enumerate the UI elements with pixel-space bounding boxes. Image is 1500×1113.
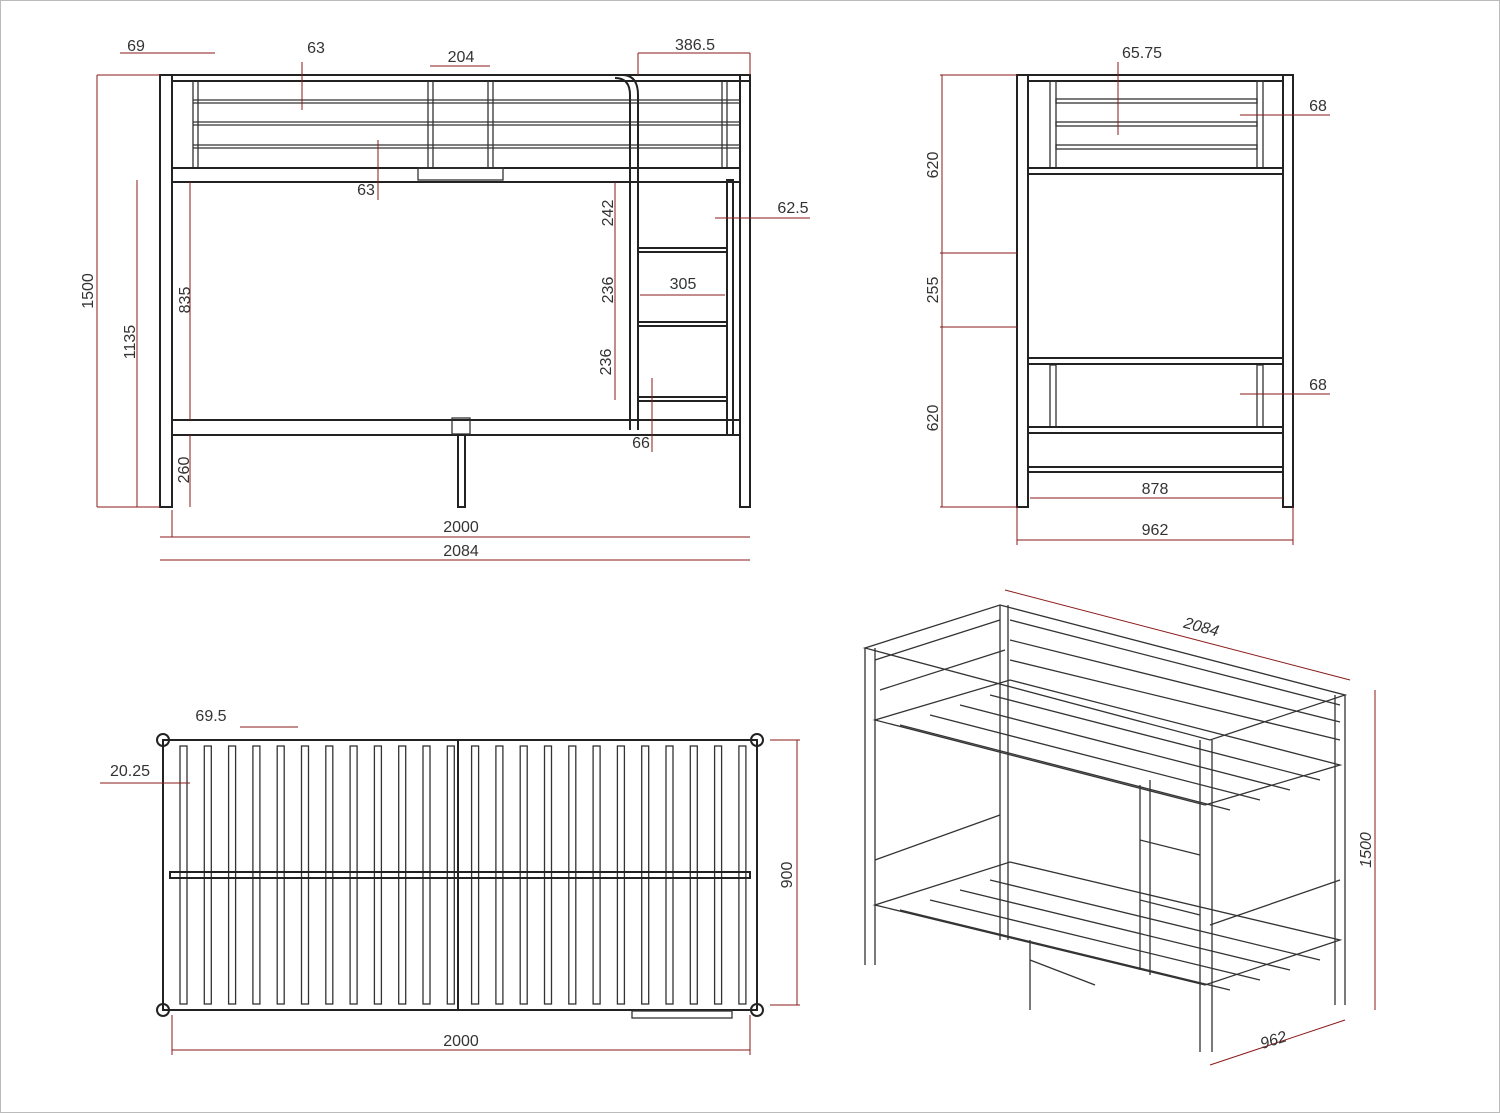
dim-label: 63 <box>357 182 375 199</box>
side-view: 65.75 68 68 620 255 620 878 962 <box>925 45 1330 545</box>
side-lower-frame <box>1027 426 1284 434</box>
dim-label: 900 <box>779 862 796 889</box>
dim-label: 236 <box>598 349 615 376</box>
side-right-post <box>1282 74 1294 508</box>
slat <box>519 745 528 1005</box>
isometric-view: 2084 1500 962 <box>862 589 1376 1066</box>
center-bracket <box>417 167 504 181</box>
dim-label: 2084 <box>443 543 479 560</box>
side-guard-rails <box>1049 80 1264 428</box>
dim-label: 962 <box>1258 1028 1289 1052</box>
dim-label: 620 <box>925 152 942 179</box>
side-left-post <box>1016 74 1029 508</box>
dim-label: 2000 <box>443 1033 479 1050</box>
dim-label: 66 <box>632 435 650 452</box>
slat <box>252 745 261 1005</box>
iso-frame <box>862 604 1348 1052</box>
dim-label: 1500 <box>80 273 97 309</box>
front-view: 69 63 204 386.5 63 62.5 242 236 236 305 … <box>80 37 810 561</box>
slat <box>300 745 310 1005</box>
slat <box>495 745 504 1005</box>
slat-view: 69.5 20.25 900 2000 <box>100 708 800 1055</box>
iso-dimension-lines <box>1004 589 1376 1066</box>
top-rail <box>171 74 751 82</box>
slat <box>689 745 698 1005</box>
dim-label: 386.5 <box>675 37 715 54</box>
dim-label: 68 <box>1309 98 1327 115</box>
dim-label: 305 <box>670 276 697 293</box>
ladder-left-rail-inner <box>621 74 639 430</box>
dim-label: 204 <box>448 49 475 66</box>
center-leg <box>457 434 466 508</box>
corner-cap <box>750 733 764 747</box>
side-upper-frame <box>1027 167 1284 175</box>
dim-label: 2084 <box>1181 615 1221 641</box>
dim-label: 68 <box>1309 377 1327 394</box>
ladder-right-rail <box>726 179 734 436</box>
slat <box>543 745 553 1005</box>
slat <box>568 745 577 1005</box>
side-mid-rail <box>1027 357 1284 365</box>
slat <box>349 745 358 1005</box>
slat <box>713 745 723 1005</box>
dim-label: 255 <box>925 277 942 304</box>
slat <box>738 745 747 1005</box>
dim-label: 878 <box>1142 481 1169 498</box>
slat <box>665 745 674 1005</box>
dim-label: 65.75 <box>1122 45 1162 62</box>
dim-label: 236 <box>600 277 617 304</box>
slat <box>203 745 212 1005</box>
dim-label: 2000 <box>443 519 479 536</box>
slat <box>470 745 480 1005</box>
ladder-hook <box>631 1010 733 1019</box>
dim-label: 835 <box>177 287 194 314</box>
corner-cap <box>156 1003 170 1017</box>
guard-rails <box>192 81 740 168</box>
side-top-rail <box>1027 74 1284 82</box>
slat <box>616 745 626 1005</box>
slat <box>446 745 455 1005</box>
corner-cap <box>750 1003 764 1017</box>
slats <box>179 745 747 1005</box>
lower-frame <box>171 419 741 436</box>
slat <box>422 745 431 1005</box>
side-dimension-lines <box>940 62 1330 545</box>
slat <box>325 745 334 1005</box>
dim-label: 260 <box>176 457 193 484</box>
dim-label: 69.5 <box>195 708 226 725</box>
corner-cap <box>156 733 170 747</box>
left-post <box>159 74 173 508</box>
side-bottom-rail <box>1027 466 1284 473</box>
dim-label: 62.5 <box>777 200 808 217</box>
dim-label: 620 <box>925 405 942 432</box>
front-dimension-lines <box>96 52 810 561</box>
slat-dimension-lines <box>100 726 800 1055</box>
dim-label: 20.25 <box>110 763 150 780</box>
dim-label: 1135 <box>122 325 139 360</box>
dim-label: 1500 <box>1358 832 1375 868</box>
slat <box>398 745 407 1005</box>
ladder-left-rail <box>614 77 631 430</box>
slat <box>179 745 188 1005</box>
dim-label: 962 <box>1142 522 1169 539</box>
slat <box>373 745 383 1005</box>
slat <box>276 745 285 1005</box>
slat-frame <box>162 739 758 1011</box>
dim-label: 242 <box>600 200 617 227</box>
center-support <box>169 871 751 879</box>
dim-label: 63 <box>307 40 325 57</box>
slat <box>641 745 650 1005</box>
dim-label: 69 <box>127 38 145 55</box>
slat <box>592 745 601 1005</box>
right-post <box>739 74 751 508</box>
ladder-rungs <box>637 247 728 402</box>
slat <box>227 745 237 1005</box>
